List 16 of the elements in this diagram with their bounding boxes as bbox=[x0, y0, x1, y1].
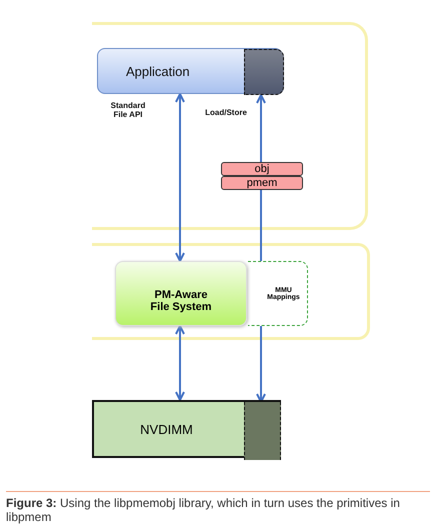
nvdimm-box: NVDIMM bbox=[92, 400, 281, 458]
mapped-region bbox=[244, 402, 281, 460]
figure-caption: Figure 3: Using the libpmemobj library, which in turn uses the primitives in libpmem bbox=[6, 496, 401, 524]
mapped-region bbox=[244, 49, 284, 95]
arrow-label: Load/Store bbox=[204, 108, 248, 117]
library-box: pmem bbox=[221, 176, 303, 190]
library-box: obj bbox=[221, 162, 303, 176]
arrow bbox=[175, 325, 185, 401]
arrow bbox=[256, 94, 266, 162]
arrow bbox=[256, 326, 266, 403]
file-system-box: PM-Aware File System bbox=[115, 261, 247, 326]
arrow-label: Standard File API bbox=[110, 101, 146, 119]
user-space-band bbox=[92, 22, 368, 230]
arrow bbox=[175, 93, 185, 262]
application-box: Application bbox=[97, 48, 283, 94]
kernel-space-band bbox=[92, 243, 370, 340]
